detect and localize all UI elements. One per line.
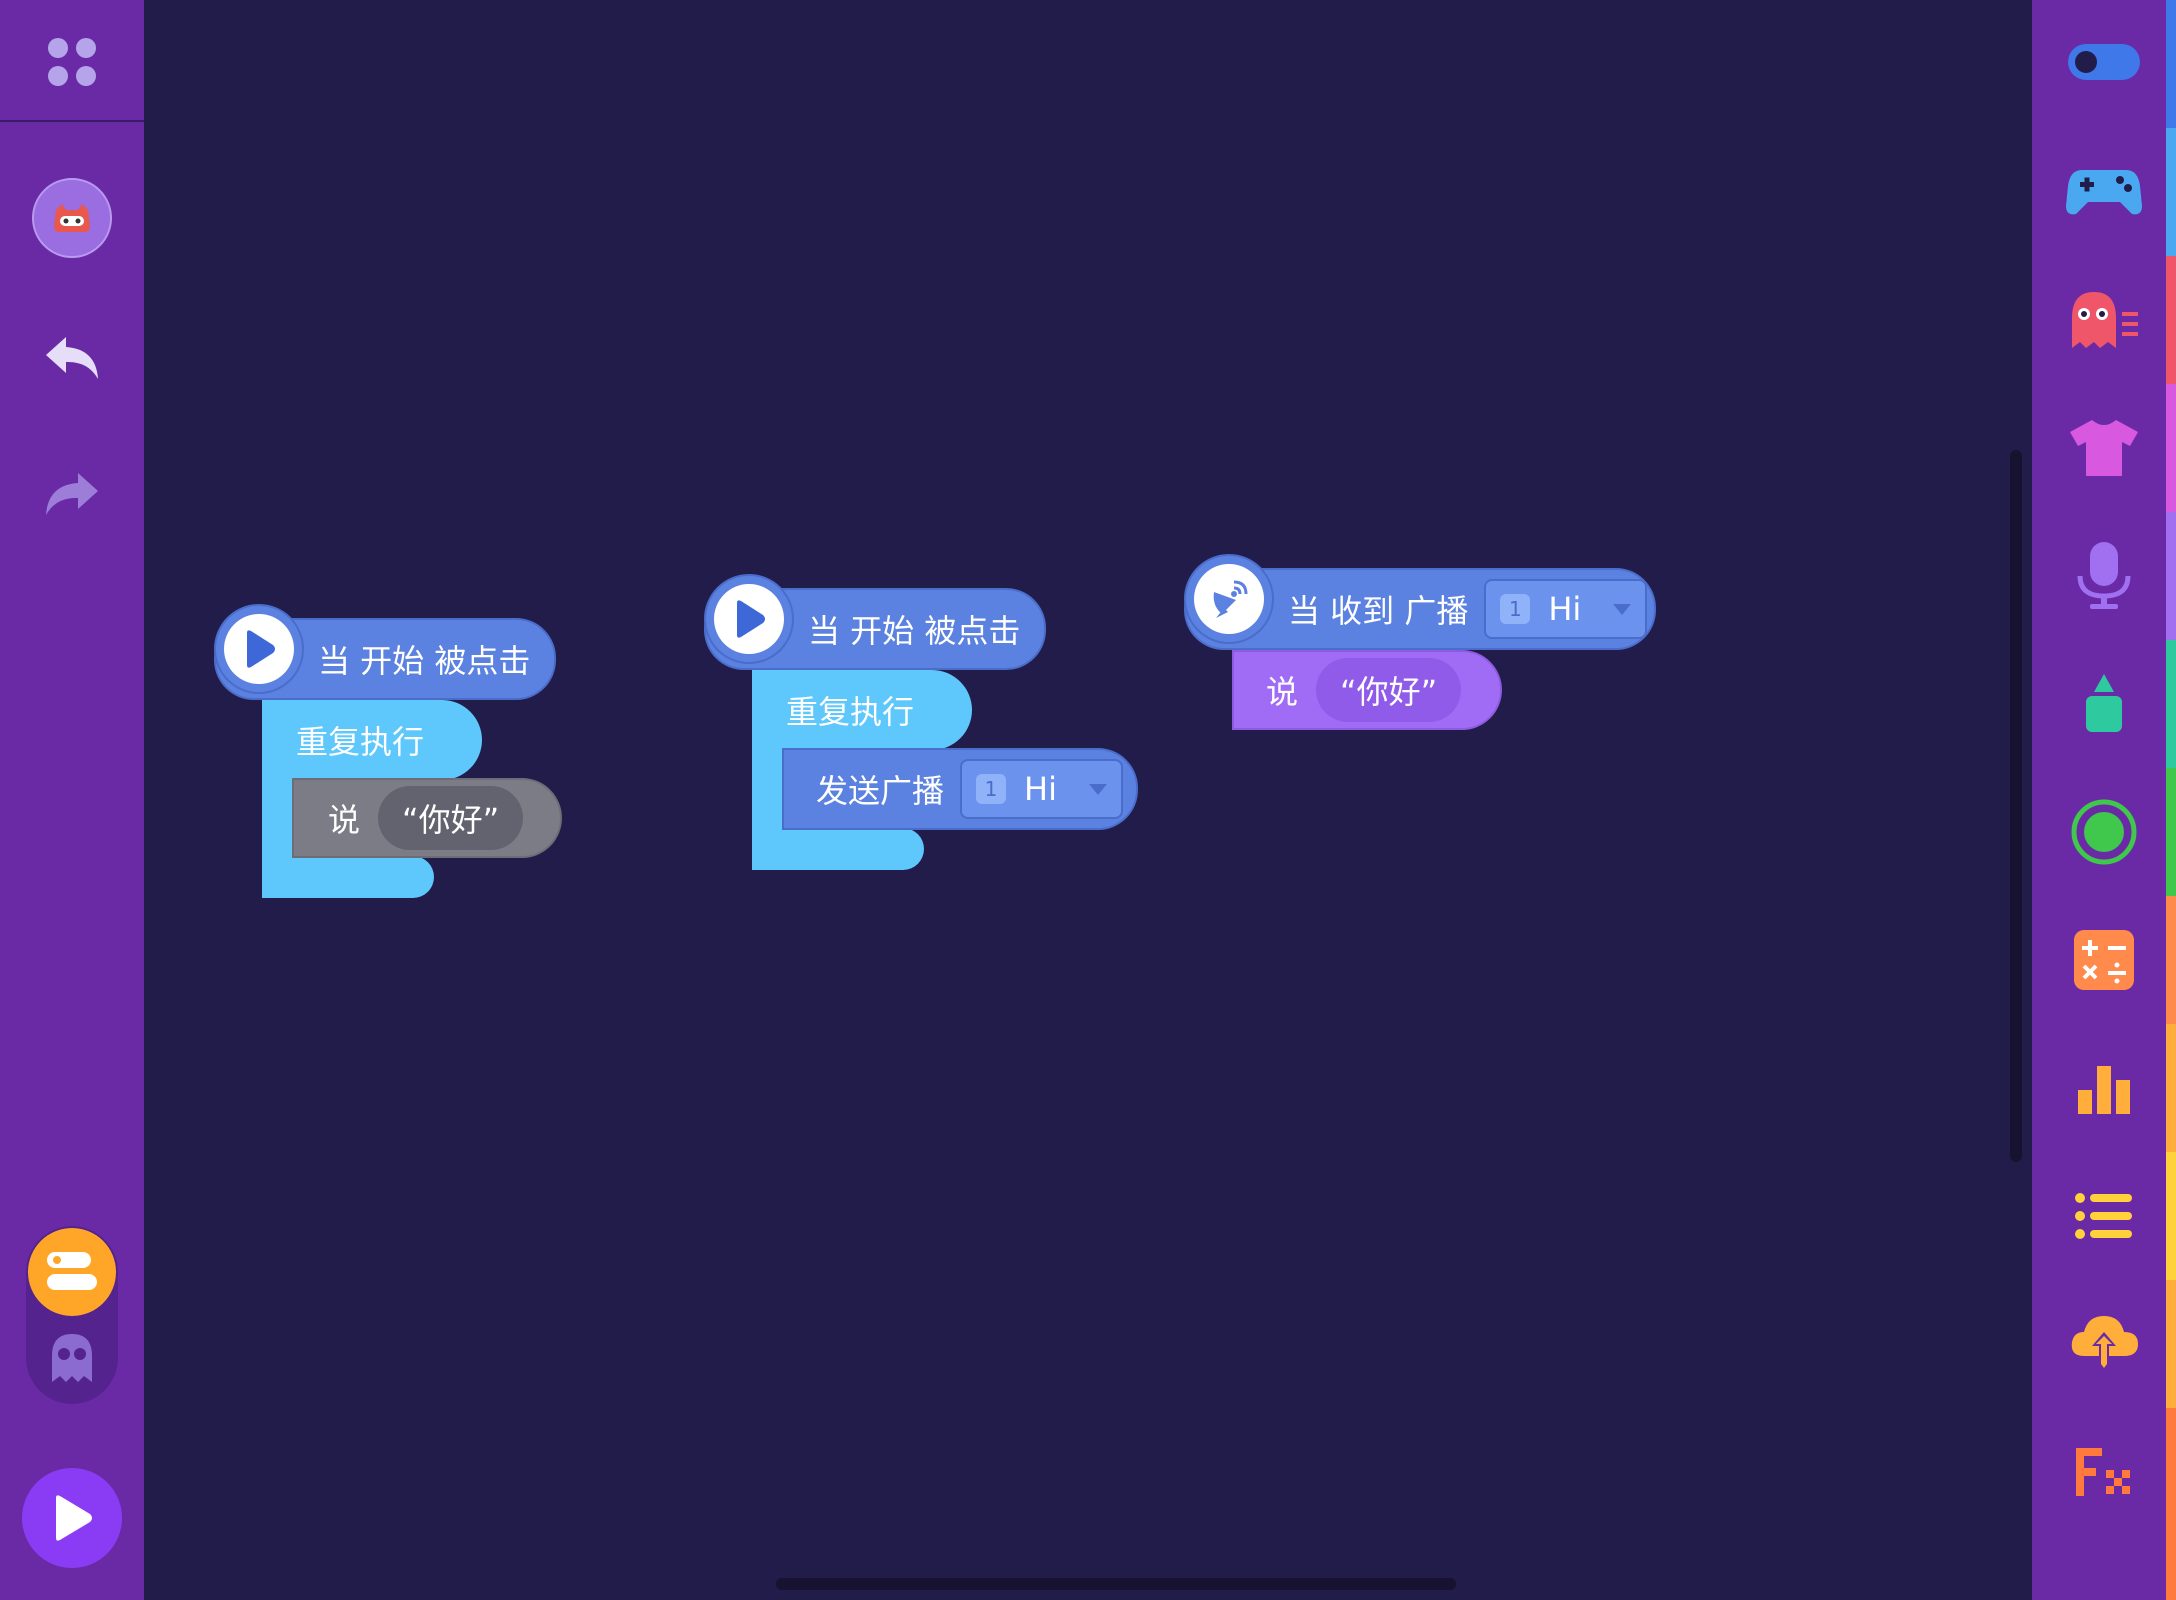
- forever-loop-block[interactable]: 重复执行: [262, 700, 482, 780]
- category-events-toggle[interactable]: [2062, 20, 2146, 104]
- chevron-down-icon: [1613, 603, 1632, 615]
- play-icon: [247, 630, 275, 668]
- message-number-badge: 1: [1500, 594, 1531, 624]
- loop-label: 重复执行: [296, 723, 425, 761]
- redo-button[interactable]: [40, 466, 104, 522]
- say-block-purple[interactable]: 说 “你好”: [1232, 650, 1502, 730]
- forever-loop-block-2[interactable]: 重复执行: [752, 670, 972, 750]
- broadcast-message-dropdown[interactable]: 1 Hi: [960, 759, 1123, 819]
- sidebar-divider: [0, 120, 144, 122]
- editor-mode-toggle[interactable]: [26, 1226, 118, 1404]
- category-variables[interactable]: [2062, 1046, 2146, 1130]
- hat-label: 当 开始 被点击: [318, 642, 531, 680]
- say-text: “你好”: [1340, 673, 1438, 711]
- sensor-icon: [2071, 799, 2137, 865]
- say-text-input[interactable]: “你好”: [1316, 658, 1462, 722]
- category-game[interactable]: [2062, 150, 2146, 234]
- hat-label: 当 开始 被点击: [808, 612, 1021, 650]
- undo-button[interactable]: [40, 330, 104, 386]
- code-mode-icon: [47, 1252, 97, 1290]
- category-functions[interactable]: [2062, 1430, 2146, 1514]
- forever-loop-foot-2: [752, 828, 924, 870]
- say-label: 说: [1266, 673, 1299, 711]
- run-button[interactable]: [22, 1468, 122, 1568]
- toggle-icon: [2068, 44, 2140, 80]
- category-motion[interactable]: [2062, 278, 2146, 362]
- message-text: Hi: [1548, 590, 1582, 628]
- sprite-mode-button[interactable]: [40, 1326, 104, 1390]
- play-icon: [737, 600, 765, 638]
- apps-grid-button[interactable]: [42, 32, 102, 92]
- sprite-avatar[interactable]: [32, 178, 112, 258]
- bar-chart-icon: [2078, 1066, 2130, 1114]
- forever-loop-foot: [262, 856, 434, 898]
- loop-label: 重复执行: [786, 693, 915, 731]
- cat-avatar-icon: [54, 204, 90, 232]
- satellite-dish-icon: [1213, 580, 1248, 618]
- undo-icon: [46, 337, 98, 379]
- category-color-stripe: [2166, 0, 2176, 1600]
- code-mode-button[interactable]: [28, 1228, 116, 1316]
- category-sensing[interactable]: [2062, 790, 2146, 874]
- start-hat-icon-wrap: [214, 604, 304, 694]
- run-icon: [56, 1495, 92, 1541]
- list-icon: [2075, 1193, 2132, 1239]
- horizontal-scrollbar[interactable]: [776, 1578, 1456, 1590]
- chevron-down-icon: [1088, 783, 1107, 795]
- category-lists[interactable]: [2062, 1174, 2146, 1258]
- gamepad-icon: [2066, 170, 2142, 215]
- category-sound[interactable]: [2062, 534, 2146, 618]
- category-operators[interactable]: [2062, 918, 2146, 1002]
- say-label: 说: [328, 801, 361, 839]
- start-hat-icon-wrap-2: [704, 574, 794, 664]
- say-text: “你好”: [402, 801, 500, 839]
- microphone-icon: [2077, 542, 2131, 609]
- broadcast-label: 发送广播: [816, 772, 945, 810]
- hat-label: 当 收到 广播: [1288, 592, 1469, 630]
- cloud-upload-icon: [2071, 1316, 2138, 1372]
- redo-icon: [46, 473, 98, 515]
- ghost-motion-icon: [2072, 292, 2138, 348]
- apps-grid-icon: [48, 38, 96, 86]
- say-block[interactable]: 说 “你好”: [292, 778, 562, 858]
- category-pen[interactable]: [2062, 662, 2146, 746]
- operators-icon: [2074, 930, 2134, 990]
- category-cloud[interactable]: [2062, 1302, 2146, 1386]
- pen-icon: [2086, 674, 2122, 732]
- forever-loop-arm: [262, 778, 294, 858]
- receive-message-dropdown[interactable]: 1 Hi: [1484, 579, 1648, 639]
- say-text-input[interactable]: “你好”: [378, 786, 524, 850]
- message-number-badge: 1: [976, 774, 1007, 804]
- category-looks[interactable]: [2062, 406, 2146, 490]
- forever-loop-arm-2: [752, 748, 784, 830]
- tshirt-icon: [2070, 420, 2138, 476]
- functions-icon: [2076, 1448, 2130, 1496]
- message-text: Hi: [1024, 770, 1057, 808]
- left-sidebar: [0, 0, 144, 1600]
- broadcast-block[interactable]: 发送广播 1 Hi: [782, 748, 1138, 830]
- vertical-scrollbar[interactable]: [2010, 450, 2022, 1162]
- receive-hat-icon-wrap: [1184, 554, 1274, 644]
- right-category-sidebar: [2032, 0, 2176, 1600]
- sprite-mode-icon: [52, 1334, 92, 1382]
